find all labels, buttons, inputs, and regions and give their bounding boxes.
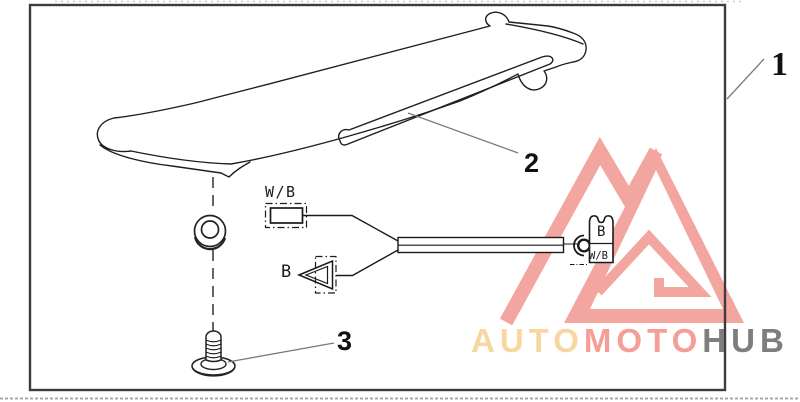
plug-label-b: B — [597, 224, 606, 240]
plug-connector — [588, 215, 614, 264]
b-branch-wire — [336, 249, 399, 277]
watermark-m — [499, 136, 663, 326]
mount-screw — [191, 330, 236, 377]
watermark-wordmark: AUTOMOTOHUB — [471, 322, 789, 359]
spoiler-skirt-line — [99, 144, 251, 178]
spoiler-outline — [96, 11, 587, 165]
washer-inner — [200, 220, 220, 239]
spoiler-slot — [338, 55, 554, 146]
watermark-inner-mark — [594, 229, 712, 297]
frame-border — [28, 3, 727, 392]
wb-branch-wire — [302, 214, 399, 242]
watermark-word-hub: HUB — [702, 322, 789, 359]
callout-2-spoiler: 2 — [524, 148, 540, 178]
leader-line-2 — [407, 112, 519, 154]
callout-3-screw: 3 — [337, 326, 353, 356]
wire-label-b: B — [281, 262, 292, 282]
b-connector-triangle-inner — [304, 265, 329, 285]
wire-label-wb: W/B — [265, 183, 297, 201]
washer — [193, 214, 227, 251]
washer-outer — [193, 214, 227, 248]
wb-connector-body — [269, 207, 304, 224]
screw-threads — [205, 339, 222, 359]
watermark-word-auto: AUTO — [471, 322, 584, 359]
washer-thickness-arc — [193, 236, 227, 251]
b-connector-triangle — [297, 259, 334, 291]
wb-connector-outline — [264, 202, 308, 229]
b-connector-outline — [314, 255, 337, 294]
watermark-word-moto: MOTO — [584, 322, 702, 359]
ring-terminal-arc — [573, 234, 585, 257]
plug-label-wb: W/B — [589, 250, 608, 262]
watermark-logo: AUTOMOTOHUB — [471, 136, 789, 359]
leader-line-1 — [726, 58, 765, 100]
callout-1-frame: 1 — [771, 46, 788, 83]
spoiler-edge-line — [505, 23, 584, 45]
leader-line-3 — [227, 342, 335, 363]
screw-head-rim — [191, 367, 236, 377]
